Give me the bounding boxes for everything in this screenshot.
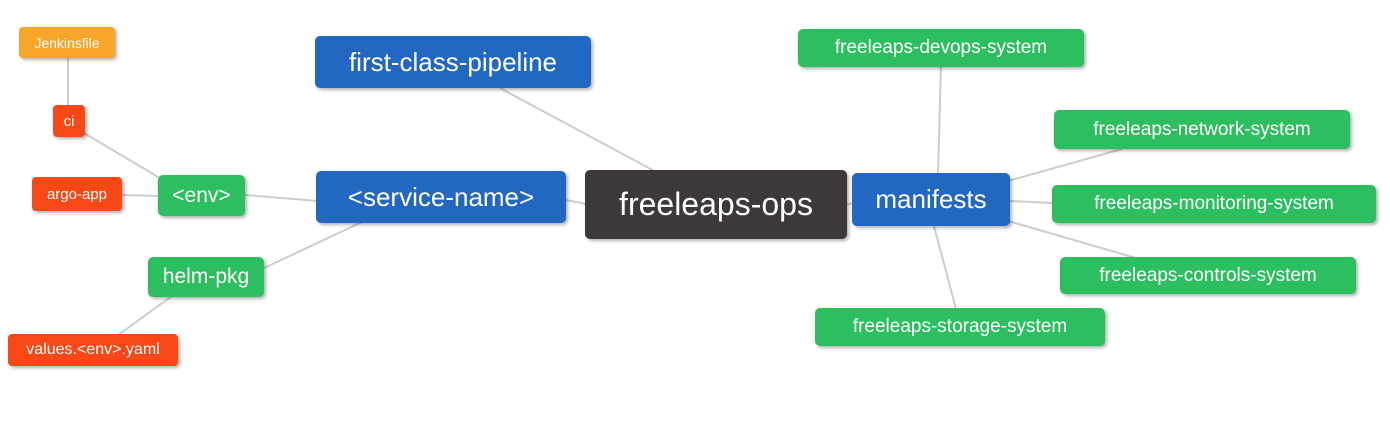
node-helm-pkg[interactable]: helm-pkg: [148, 257, 264, 297]
node-label: freeleaps-devops-system: [834, 37, 1048, 58]
node-label: <service-name>: [347, 181, 535, 212]
node-freeleaps-network-system[interactable]: freeleaps-network-system: [1054, 110, 1350, 149]
node-label: freeleaps-storage-system: [852, 316, 1068, 337]
edge-manifests-storage: [933, 225, 957, 310]
node-label: freeleaps-controls-system: [1099, 264, 1317, 286]
node-service-name[interactable]: <service-name>: [316, 171, 566, 223]
node-first-class-pipeline[interactable]: first-class-pipeline: [315, 36, 591, 88]
node-jenkinsfile[interactable]: Jenkinsfile: [19, 27, 115, 58]
node-label: ci: [63, 112, 75, 130]
node-label: values.<env>.yaml: [26, 341, 160, 358]
node-label: Jenkinsfile: [34, 34, 100, 51]
node-argo-app[interactable]: argo-app: [32, 177, 122, 211]
node-label: first-class-pipeline: [348, 46, 558, 77]
node-label: manifests: [875, 184, 987, 214]
node-freeleaps-controls-system[interactable]: freeleaps-controls-system: [1060, 257, 1356, 294]
node-label: freeleaps-monitoring-system: [1094, 193, 1334, 214]
node-freeleaps-devops-system[interactable]: freeleaps-devops-system: [798, 29, 1084, 67]
node-label: argo-app: [46, 185, 108, 203]
node-label: helm-pkg: [162, 265, 250, 288]
edge-fcp-freeleaps-ops: [499, 87, 659, 174]
node-freeleaps-monitoring-system[interactable]: freeleaps-monitoring-system: [1052, 185, 1376, 223]
node-freeleaps-storage-system[interactable]: freeleaps-storage-system: [815, 308, 1105, 346]
node-label: <env>: [172, 183, 231, 207]
node-ci[interactable]: ci: [53, 105, 85, 137]
node-freeleaps-ops[interactable]: freeleaps-ops: [585, 170, 847, 239]
node-values-env-yaml[interactable]: values.<env>.yaml: [8, 334, 178, 366]
edge-helm-pkg-service-name: [261, 221, 363, 270]
edge-env-service-name: [244, 194, 319, 202]
edge-service-name-ops: [565, 199, 587, 205]
node-manifests[interactable]: manifests: [852, 173, 1010, 226]
edge-manifests-devops: [937, 65, 942, 175]
edge-values-helm-pkg: [117, 295, 173, 336]
node-env[interactable]: <env>: [158, 175, 245, 216]
edge-manifests-controls: [1007, 220, 1137, 259]
edge-manifests-monitoring: [1009, 200, 1054, 204]
node-label: freeleaps-network-system: [1093, 118, 1311, 140]
edge-argo-app-env: [121, 194, 161, 197]
edge-manifests-network: [1007, 148, 1123, 182]
node-label: freeleaps-ops: [619, 186, 813, 222]
